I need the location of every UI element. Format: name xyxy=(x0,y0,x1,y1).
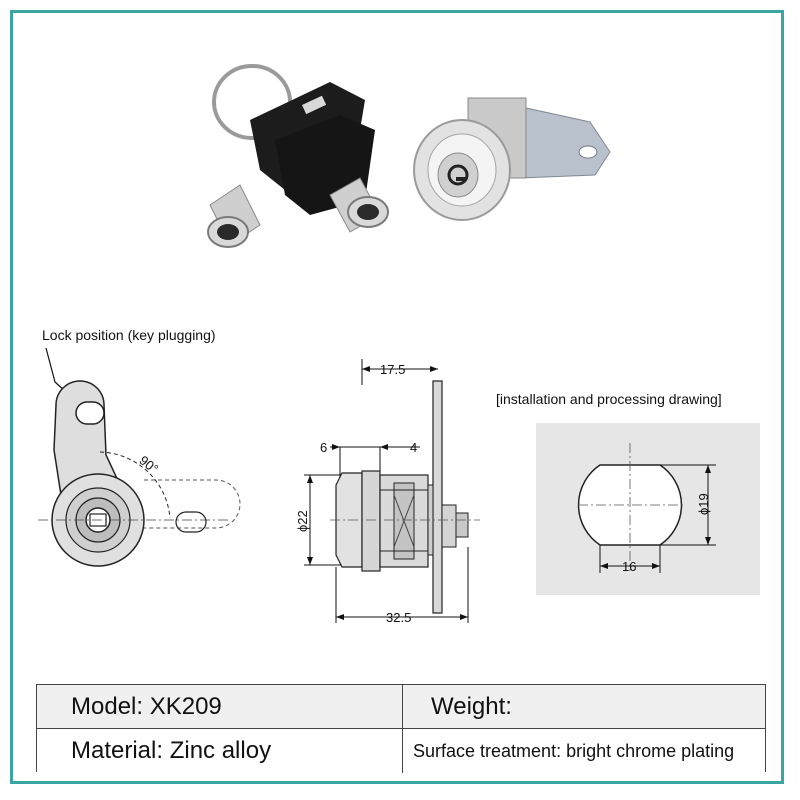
spec-row: Material: Zinc alloy Surface treatment: … xyxy=(37,729,765,773)
weight-cell: Weight: xyxy=(431,693,512,720)
dim-19: ϕ19 xyxy=(696,493,711,515)
lock-position-drawing xyxy=(38,347,241,567)
dim-17-5: 17.5 xyxy=(380,362,405,377)
surface-cell: Surface treatment: bright chrome plating xyxy=(413,740,735,761)
product-photo xyxy=(207,64,611,248)
page-frame xyxy=(10,10,784,784)
model-cell: Model: XK209 xyxy=(37,685,403,729)
dim-32-5: 32.5 xyxy=(386,610,411,625)
spec-row: Model: XK209 Weight: xyxy=(37,685,765,729)
install-cutout-drawing: ϕ19 16 xyxy=(577,443,716,574)
spec-table: Model: XK209 Weight: Material: Zinc allo… xyxy=(36,684,766,773)
cam-lock-icon xyxy=(413,97,611,221)
dim-6: 6 xyxy=(320,440,327,455)
dim-22: ϕ22 xyxy=(295,510,310,532)
dim-16: 16 xyxy=(622,559,636,574)
key-barrel-icon xyxy=(207,177,389,248)
side-view-drawing: 17.5 6 4 ϕ22 32.5 xyxy=(295,359,480,625)
dim-4: 4 xyxy=(410,440,417,455)
material-cell: Material: Zinc alloy xyxy=(37,729,403,773)
install-label: [installation and processing drawing] xyxy=(496,391,722,407)
lock-position-label: Lock position (key plugging) xyxy=(42,327,216,343)
